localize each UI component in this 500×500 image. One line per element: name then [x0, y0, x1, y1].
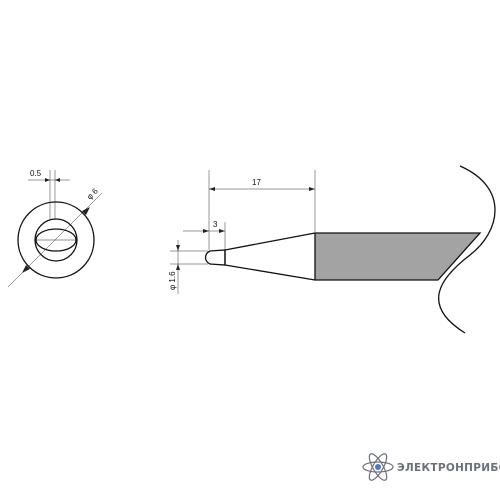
- tipdia-arrow-bottom: [176, 264, 180, 270]
- outer-circle: [17, 201, 95, 279]
- side-view: 17 3 φ 1.6: [168, 165, 496, 334]
- diameter-arrow-low: [22, 265, 30, 273]
- overall-length-label: 17: [252, 178, 261, 187]
- wall-arrow-right: [55, 178, 60, 182]
- tip-arrow-left: [203, 229, 209, 233]
- barrel-body: [314, 232, 482, 281]
- diameter-arrow-high: [82, 207, 90, 215]
- tipdia-arrow-top: [176, 245, 180, 251]
- tip-length-label: 3: [213, 220, 218, 229]
- break-line: [437, 165, 496, 334]
- inner-circle: [34, 218, 78, 262]
- taper-outline: [224, 232, 316, 281]
- front-view: φ 6 0.5: [7, 169, 103, 288]
- wall-thickness-label: 0.5: [30, 169, 42, 178]
- tip-arrow-right: [219, 229, 225, 233]
- brand-name: ЭЛЕКТРОНПРИБОР: [397, 462, 500, 474]
- tip-diameter-label: φ 1.6: [168, 271, 177, 290]
- chisel-tip: [204, 249, 226, 266]
- length-arrow-left: [209, 187, 215, 191]
- atom-icon: [362, 453, 394, 481]
- length-arrow-right: [309, 187, 315, 191]
- wall-arrow-left: [45, 178, 50, 182]
- brand-logo: ЭЛЕКТРОНПРИБОР: [362, 453, 500, 481]
- outer-diameter-label: φ 6: [85, 186, 100, 201]
